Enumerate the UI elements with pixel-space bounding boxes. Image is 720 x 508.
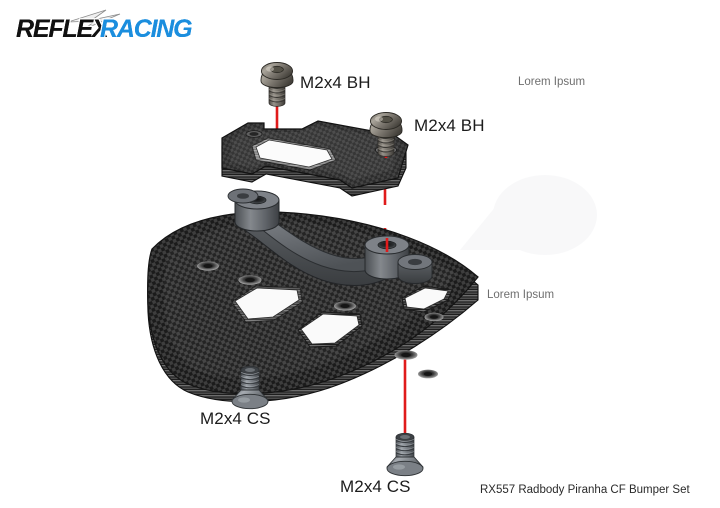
screw-cs-1 — [231, 365, 269, 410]
cs-hole-4 — [394, 350, 418, 360]
reflex-racing-logo: REFLEX REFLEX RACING RACING — [8, 8, 195, 45]
screw-bh-1 — [260, 62, 294, 107]
callout-label-cs-bottom: M2x4 CS — [340, 477, 411, 496]
svg-text:RACING: RACING — [100, 15, 192, 43]
logo-word-racing: RACING RACING — [99, 14, 195, 45]
annotation-lorem-upper: Lorem Ipsum — [518, 76, 586, 88]
lightning-bolt-icon — [67, 9, 121, 31]
cs-hole-2 — [238, 275, 262, 285]
annotation-lorem-lower: Lorem Ipsum — [487, 289, 555, 301]
svg-text:RACING: RACING — [100, 15, 192, 43]
background-watermark — [460, 175, 597, 255]
callout-label-bh-right: M2x4 BH — [414, 116, 485, 135]
cs-hole-6 — [418, 369, 438, 379]
cs-hole-5 — [424, 312, 444, 322]
logo-word-reflex: REFLEX REFLEX — [15, 14, 113, 45]
cs-hole-3 — [334, 301, 356, 311]
screw-cs-2 — [386, 432, 424, 477]
screw-bh-2 — [369, 112, 403, 157]
plate-countersunk-holes — [197, 261, 444, 379]
cs-hole-1 — [197, 261, 219, 271]
mount-ear-right — [397, 254, 433, 284]
svg-text:REFLEX: REFLEX — [16, 15, 110, 43]
svg-text:REFLEX: REFLEX — [16, 15, 110, 43]
product-caption: RX557 Radbody Piranha CF Bumper Set — [480, 484, 690, 496]
plate-cutouts — [231, 285, 453, 348]
bracket-hole-left — [245, 130, 263, 138]
callout-label-cs-left: M2x4 CS — [200, 409, 271, 428]
cf-top-bracket — [221, 120, 409, 197]
cf-bumper-plate — [147, 211, 479, 403]
callout-label-bh-top: M2x4 BH — [300, 73, 371, 92]
mount-ear-left — [227, 188, 259, 204]
alloy-body-mount — [227, 188, 433, 287]
